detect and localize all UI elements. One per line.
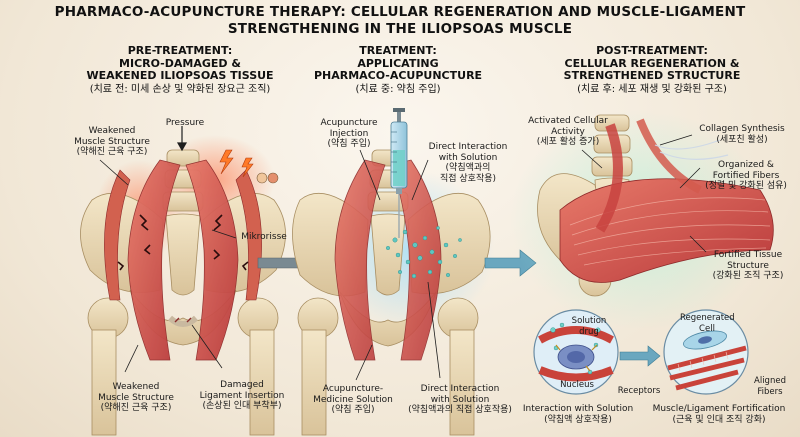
label-text: Pressure xyxy=(165,118,205,128)
label-text: Muscle Structure xyxy=(98,392,174,403)
label-weakened-muscle-bottom: Weakened Muscle Structure (약해진 근육 구조) xyxy=(86,382,186,414)
label-text: with Solution xyxy=(430,394,490,405)
heading-korean: (치료 후: 세포 재생 및 강화된 구조) xyxy=(577,83,727,95)
label-activated-cellular: Activated Cellular Activity (세포 활성 증가) xyxy=(520,116,616,148)
label-text: Fortified Fibers xyxy=(712,170,780,181)
label-text: Injection xyxy=(329,128,369,139)
heading-line: STRENGTHENED STRUCTURE xyxy=(563,69,741,82)
label-acupuncture-medicine: Acupuncture- Medicine Solution (약침 주입) xyxy=(302,384,404,416)
label-solution-drug: Solution drug xyxy=(566,316,612,337)
label-direct-interaction-top: Direct Interaction with Solution (약침액과의 … xyxy=(418,142,518,184)
label-text: Weakened xyxy=(88,126,136,136)
label-text: Interaction with Solution xyxy=(522,404,634,414)
cell-interaction-inset xyxy=(533,309,619,395)
heading-korean: (치료 전: 미세 손상 및 약화된 장요근 조직) xyxy=(89,83,271,95)
label-muscle-fortification: Muscle/Ligament Fortification (근육 및 인대 조… xyxy=(640,404,798,425)
label-korean: (정렬 및 강화된 섬유) xyxy=(705,181,787,191)
label-collagen-synthesis: Collagen Synthesis (세포친 활성) xyxy=(690,124,794,145)
label-text: Activated Cellular xyxy=(528,116,608,126)
label-nucleus: Nucleus xyxy=(556,380,598,391)
label-korean: (약침액과의 직접 상호작용) xyxy=(408,405,512,415)
label-text: Direct Interaction xyxy=(428,142,508,152)
label-text: Medicine Solution xyxy=(313,394,393,405)
panel-heading-post-treatment: POST-TREATMENT: CELLULAR REGENERATION & … xyxy=(532,44,772,96)
label-text: Muscle Structure xyxy=(74,136,150,147)
label-text: Collagen Synthesis xyxy=(699,124,785,134)
panel-heading-treatment: TREATMENT: APPLICATING PHARMACO-ACUPUNCT… xyxy=(278,44,518,96)
panel-heading-pre-treatment: PRE-TREATMENT: MICRO-DAMAGED & WEAKENED … xyxy=(60,44,300,96)
label-korean: (손상된 인대 부착부) xyxy=(202,401,282,411)
heading-korean: (치료 중: 약침 주입) xyxy=(355,83,441,95)
label-text: Weakened xyxy=(112,382,160,392)
label-pressure: Pressure xyxy=(160,118,210,129)
label-text: Muscle/Ligament Fortification xyxy=(652,404,786,414)
label-direct-interaction-bottom: Direct Interaction with Solution (약침액과의 … xyxy=(398,384,522,416)
treatment-pelvis xyxy=(292,108,495,436)
heading-line: WEAKENED ILIOPSOAS TISSUE xyxy=(86,69,274,82)
arrow-icon xyxy=(619,345,661,367)
heading-line: MICRO-DAMAGED & xyxy=(119,56,241,70)
label-text: Damaged xyxy=(220,380,264,390)
heading-line: CELLULAR REGENERATION & xyxy=(564,56,740,70)
label-korean: (약침액과의 xyxy=(445,163,491,173)
label-korean: (약해진 근육 구조) xyxy=(100,403,172,413)
label-korean: (세포 활성 증가) xyxy=(536,137,600,147)
heading-line: PRE-TREATMENT: xyxy=(127,44,233,57)
label-text: Fibers xyxy=(757,386,783,397)
label-receptors: Receptors xyxy=(612,386,666,397)
solution-particles xyxy=(386,226,462,279)
pre-treatment-pelvis xyxy=(80,126,286,436)
label-aligned-fibers: Aligned Fibers xyxy=(746,376,794,397)
label-text: Acupuncture xyxy=(320,118,378,128)
label-fortified-tissue: Fortified Tissue Structure (강화된 조직 구조) xyxy=(700,250,796,282)
heading-line: POST-TREATMENT: xyxy=(596,44,708,57)
regenerated-cell-inset xyxy=(663,309,749,395)
label-text: Fortified Tissue xyxy=(713,250,783,260)
label-text: Organized & xyxy=(718,160,774,170)
label-regenerated-cell: Regenerated Cell xyxy=(680,313,735,334)
heading-line: PHARMACO-ACUPUNCTURE xyxy=(313,69,483,82)
label-korean: (약침액 상호작용) xyxy=(544,414,612,425)
label-text: Aligned xyxy=(754,376,786,386)
label-damaged-ligament: Damaged Ligament Insertion (손상된 인대 부착부) xyxy=(186,380,298,412)
label-korean: 직접 상호작용) xyxy=(439,173,497,184)
label-mikrorisse: Mikrorisse xyxy=(234,232,294,243)
title-line-1: PHARMACO-ACUPUNCTURE THERAPY: CELLULAR R… xyxy=(54,4,746,20)
label-text: Ligament Insertion xyxy=(199,390,285,401)
label-organized-fibers: Organized & Fortified Fibers (정렬 및 강화된 섬… xyxy=(696,160,796,192)
label-korean: (근육 및 인대 조직 강화) xyxy=(672,414,766,425)
label-korean: (약침 주입) xyxy=(331,405,375,415)
diagram-title: PHARMACO-ACUPUNCTURE THERAPY: CELLULAR R… xyxy=(0,4,800,38)
label-text: with Solution xyxy=(438,152,498,163)
label-interaction-with-solution: Interaction with Solution (약침액 상호작용) xyxy=(516,404,640,425)
post-treatment-anatomy xyxy=(510,110,774,330)
label-korean: (강화된 조직 구조) xyxy=(712,271,784,281)
micro-tear-marks xyxy=(117,214,249,271)
label-weakened-muscle-top: Weakened Muscle Structure (약해진 근육 구조) xyxy=(62,126,162,158)
heading-line: TREATMENT: xyxy=(359,44,437,57)
label-text: Mikrorisse xyxy=(241,232,287,242)
syringe-icon xyxy=(390,108,408,238)
label-text: Direct Interaction xyxy=(420,384,500,394)
label-text: drug xyxy=(579,326,599,337)
label-korean: (세포친 활성) xyxy=(716,134,768,145)
label-text: Structure xyxy=(727,260,769,271)
label-text: Nucleus xyxy=(560,380,594,390)
label-text: Regenerated xyxy=(680,313,735,323)
heading-line: APPLICATING xyxy=(357,56,439,70)
label-acupuncture-injection: Acupuncture Injection (약침 주입) xyxy=(314,118,384,150)
label-text: Activity xyxy=(551,126,585,137)
title-line-2: STRENGTHENING IN THE ILIOPSOAS MUSCLE xyxy=(227,21,573,37)
label-text: Solution xyxy=(571,316,607,326)
label-text: Acupuncture- xyxy=(322,384,384,394)
label-korean: (약침 주입) xyxy=(327,139,371,149)
label-text: Cell xyxy=(699,323,715,334)
label-korean: (약해진 근육 구조) xyxy=(76,147,148,157)
label-text: Receptors xyxy=(617,386,661,396)
